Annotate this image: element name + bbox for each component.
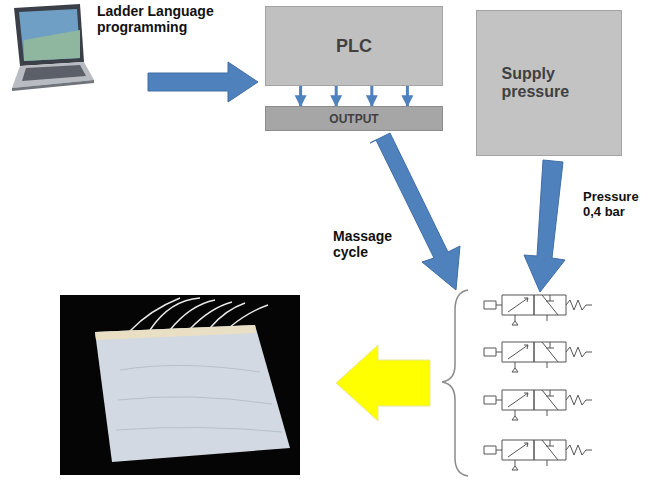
valve-actuator	[484, 301, 496, 309]
valve-box	[534, 295, 566, 315]
valve-symbol	[484, 342, 592, 372]
valve-port	[512, 315, 518, 325]
valve-box	[502, 342, 534, 362]
valve-flow	[542, 342, 558, 362]
laptop-edge	[12, 80, 94, 91]
valve-flow	[542, 390, 558, 410]
photo-background	[60, 295, 300, 475]
valve-box	[534, 440, 566, 460]
valve-box	[534, 342, 566, 362]
signal-arrow	[299, 86, 302, 106]
node-text: PLC	[336, 36, 372, 57]
valve-box	[534, 390, 566, 410]
valve-flow	[524, 298, 528, 302]
valve-flow	[546, 295, 554, 301]
laptop-screen	[24, 30, 80, 61]
controller-box: PLC	[265, 6, 443, 86]
valve-flow	[508, 443, 528, 457]
valve-actuator	[496, 400, 502, 401]
valve-flow	[542, 440, 558, 460]
valve-actuator	[484, 348, 496, 356]
pressure-arrow	[524, 160, 565, 292]
valve-spring	[566, 395, 592, 405]
massage-cycle-arrow	[370, 133, 460, 290]
valve-port	[547, 362, 548, 368]
valve-port	[512, 362, 518, 372]
laptop-screen	[19, 9, 80, 61]
signal-arrow	[335, 86, 338, 106]
node-text: Supply pressure	[502, 65, 597, 101]
pad-seam	[95, 325, 256, 340]
laptop-keyboard	[22, 65, 86, 81]
supply-box: Supply pressure	[476, 10, 622, 156]
valve-actuator	[484, 446, 496, 454]
valve-spring	[566, 300, 592, 310]
pad-tube	[130, 298, 180, 331]
output-arrow	[336, 345, 430, 421]
pad-tube	[210, 303, 245, 328]
massage-pad	[95, 325, 290, 462]
laptop-lid	[14, 4, 84, 66]
output-bar: OUTPUT	[265, 106, 443, 131]
valve-actuator	[496, 450, 502, 451]
pad-tube	[230, 305, 268, 327]
cycle-label: Massage cycle	[333, 228, 405, 260]
pad-folds	[116, 365, 282, 432]
laptop-icon	[12, 4, 94, 91]
valve-box	[502, 440, 534, 460]
valve-symbol	[484, 440, 592, 470]
massage-cycle-arrow	[370, 133, 460, 290]
bracket	[442, 290, 468, 476]
node-text: OUTPUT	[329, 112, 378, 126]
signal-arrow	[370, 86, 373, 106]
valve-symbol	[484, 295, 592, 325]
valve-flow	[524, 345, 528, 349]
signal-arrow	[406, 86, 409, 106]
valve-flow	[546, 342, 554, 348]
programming-label: Ladder Language programming	[97, 3, 257, 35]
valve-port	[512, 460, 518, 470]
programming-arrow	[148, 62, 258, 102]
valve-flow	[508, 393, 528, 407]
pressure-label: Pressure 0,4 bar	[583, 190, 653, 220]
valve-flow	[546, 390, 554, 396]
valve-actuator	[496, 352, 502, 353]
valve-port	[547, 315, 548, 321]
valve-group	[484, 295, 592, 470]
valve-actuator	[484, 396, 496, 404]
valve-flow	[524, 443, 528, 447]
valve-box	[502, 295, 534, 315]
massage-pad-photo	[60, 295, 300, 475]
valve-actuator	[496, 305, 502, 306]
valve-flow	[508, 298, 528, 312]
valve-port	[512, 410, 518, 420]
valve-flow	[508, 345, 528, 359]
pad-tube	[190, 302, 232, 329]
valve-flow	[524, 393, 528, 397]
valve-spring	[566, 347, 592, 357]
valve-flow	[542, 295, 558, 315]
valve-port	[547, 410, 548, 416]
valve-port	[547, 460, 548, 466]
valve-spring	[566, 445, 592, 455]
valve-flow	[546, 440, 554, 446]
valve-box	[502, 390, 534, 410]
valve-symbol	[484, 390, 592, 420]
